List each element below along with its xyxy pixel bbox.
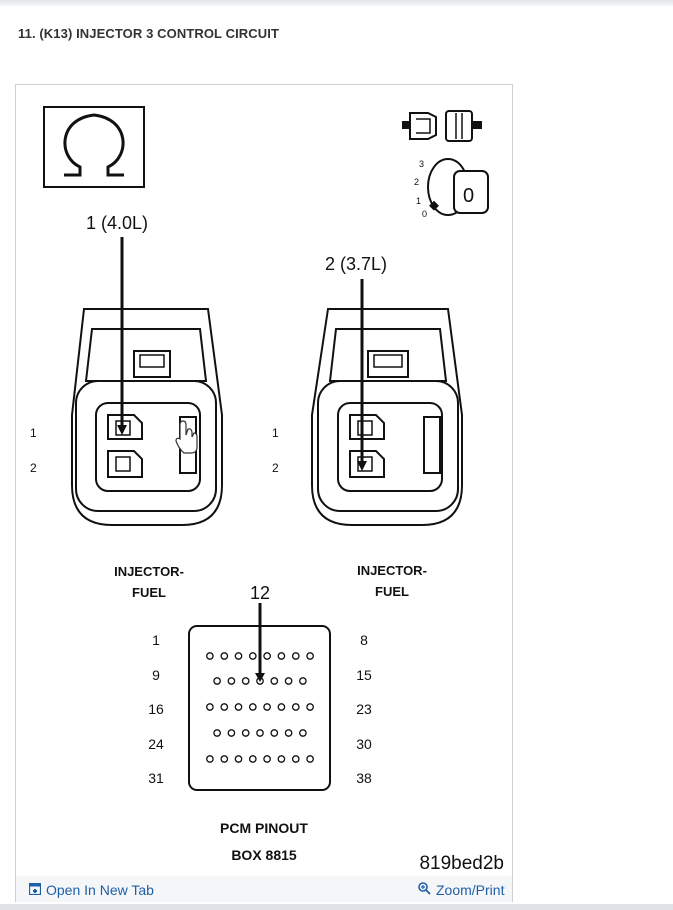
pcm-pin	[263, 755, 271, 763]
pcm-pin	[306, 703, 314, 711]
disconnect-connector-icon	[402, 110, 482, 142]
pcm-pin	[206, 703, 214, 711]
open-in-new-tab-link[interactable]: Open In New Tab	[28, 882, 154, 898]
pcm-pin	[241, 729, 250, 737]
pcm-row-start-2: 9	[152, 667, 160, 683]
key-position-3: 3	[419, 159, 424, 169]
pcm-row-end-1: 8	[360, 632, 368, 648]
pcm-callout: 12	[250, 583, 270, 603]
pcm-pin	[291, 755, 300, 763]
pcm-pin	[277, 703, 286, 711]
pcm-pin	[277, 755, 286, 763]
pcm-row-end-2: 15	[356, 667, 372, 683]
left-pin-1-label: 1	[30, 426, 37, 440]
pcm-pin-grid	[206, 652, 314, 763]
pcm-pin	[270, 677, 279, 685]
bottom-divider	[0, 904, 673, 910]
pcm-label-2: BOX 8815	[231, 847, 297, 863]
pcm-pin	[206, 652, 214, 660]
right-injector-label-2: FUEL	[375, 584, 409, 599]
pcm-pin	[234, 755, 243, 763]
right-pin-2-label: 2	[272, 461, 279, 475]
key-position-0: 0	[422, 209, 427, 219]
pcm-pin	[234, 703, 243, 711]
pcm-pin	[291, 652, 300, 660]
pcm-row-end-4: 30	[356, 736, 372, 752]
key-position-1: 1	[416, 196, 421, 206]
section-title: 11. (K13) INJECTOR 3 CONTROL CIRCUIT	[18, 26, 279, 41]
pcm-pin	[291, 703, 300, 711]
pcm-pin	[284, 729, 293, 737]
zoom-print-label: Zoom/Print	[436, 882, 505, 898]
new-tab-icon	[28, 882, 42, 898]
pcm-pin	[220, 703, 229, 711]
pcm-pin	[213, 729, 221, 737]
pcm-row-end-5: 38	[356, 770, 372, 786]
injector-connector-right	[311, 308, 463, 526]
pcm-pin	[241, 677, 250, 685]
ignition-key-icon: 3 2 1 0 0	[414, 158, 489, 219]
pcm-pin	[213, 677, 221, 685]
hand-pointer-icon	[175, 420, 198, 454]
figure-footer	[16, 876, 512, 902]
key-position-2: 2	[414, 177, 419, 187]
pcm-row-end-3: 23	[356, 701, 372, 717]
pcm-pin	[306, 755, 314, 763]
callout-3-7l: 2 (3.7L)	[325, 254, 387, 274]
pcm-pin	[220, 652, 229, 660]
pcm-pin	[284, 677, 293, 685]
pcm-pin	[220, 755, 229, 763]
left-injector-label-2: FUEL	[132, 585, 166, 600]
pcm-pin	[299, 729, 307, 737]
pcm-pin	[306, 652, 314, 660]
pcm-pin	[227, 729, 236, 737]
zoom-icon	[418, 882, 431, 898]
pcm-row-start-5: 31	[148, 770, 164, 786]
injector-connector-left	[71, 308, 223, 526]
pcm-pin	[234, 652, 243, 660]
pcm-pin	[270, 729, 279, 737]
pcm-pin	[248, 652, 257, 660]
right-pin-1-label: 1	[272, 426, 279, 440]
ohm-icon	[43, 106, 145, 188]
pcm-label-1: PCM PINOUT	[220, 820, 308, 836]
zoom-print-link[interactable]: Zoom/Print	[418, 882, 504, 898]
pcm-row-start-4: 24	[148, 736, 164, 752]
pcm-pin	[206, 755, 214, 763]
pcm-pin	[299, 677, 307, 685]
pcm-row-start-1: 1	[152, 632, 160, 648]
left-injector-label-1: INJECTOR-	[114, 564, 184, 579]
pcm-pin	[277, 652, 286, 660]
right-injector-label-1: INJECTOR-	[357, 563, 427, 578]
pcm-pin	[248, 703, 257, 711]
pcm-pin	[263, 703, 271, 711]
pcm-pin	[227, 677, 236, 685]
key-label: 0	[463, 185, 474, 207]
image-id-label: 819bed2b	[419, 853, 504, 874]
open-in-new-tab-label: Open In New Tab	[46, 882, 154, 898]
top-divider	[0, 0, 673, 6]
pcm-pin	[256, 729, 264, 737]
left-pin-2-label: 2	[30, 461, 37, 475]
pcm-row-start-3: 16	[148, 701, 164, 717]
callout-4-0l: 1 (4.0L)	[86, 213, 148, 233]
pcm-pin	[263, 652, 271, 660]
diagram-figure[interactable]: 3 2 1 0 0 1 (4.0L) 2 (3.7L) 1	[15, 84, 513, 902]
pcm-pin	[248, 755, 257, 763]
